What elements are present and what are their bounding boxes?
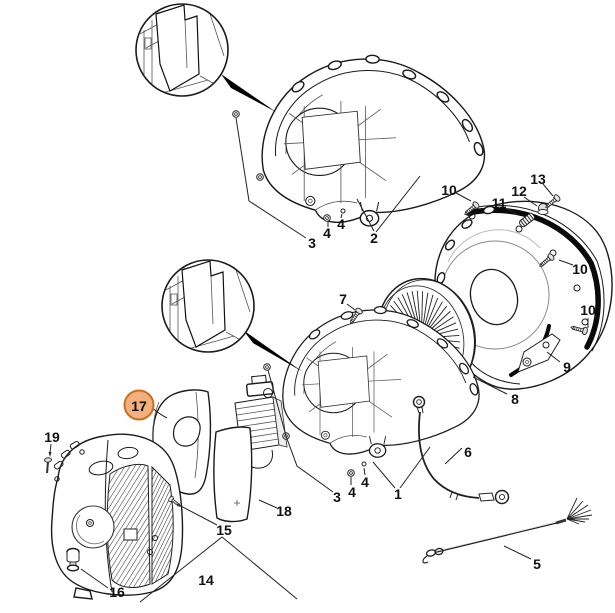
part-label-19[interactable]: 19 — [44, 429, 60, 445]
part-label-4[interactable]: 4 — [348, 484, 356, 500]
part-label-4[interactable]: 4 — [361, 474, 369, 490]
callout-pointer-middle — [243, 330, 303, 372]
part-label-10[interactable]: 10 — [580, 302, 596, 318]
part-label-4[interactable]: 4 — [337, 216, 345, 232]
callout-pointer-top — [221, 74, 276, 112]
part-label-8[interactable]: 8 — [511, 391, 519, 407]
part-label-10[interactable]: 10 — [572, 261, 588, 277]
cable-part-6[interactable] — [412, 395, 510, 505]
baffle-part-18[interactable] — [213, 426, 253, 523]
callout-circle-middle — [162, 260, 254, 352]
part-label-1[interactable]: 1 — [394, 486, 402, 502]
part-label-6[interactable]: 6 — [464, 444, 472, 460]
wire-part-5[interactable] — [422, 497, 593, 564]
part-label-5[interactable]: 5 — [533, 556, 541, 572]
part-label-15[interactable]: 15 — [216, 522, 232, 538]
callout-circle-top — [136, 4, 228, 96]
part-label-4[interactable]: 4 — [323, 225, 331, 241]
part-label-10[interactable]: 10 — [441, 182, 457, 198]
part-label-3[interactable]: 3 — [333, 489, 341, 505]
part-label-17[interactable]: 17 — [131, 398, 147, 414]
part-label-18[interactable]: 18 — [276, 503, 292, 519]
part-label-13[interactable]: 13 — [530, 171, 546, 187]
engine-cover-part-14[interactable] — [50, 433, 184, 600]
part-label-2[interactable]: 2 — [370, 230, 378, 246]
part-label-3[interactable]: 3 — [308, 235, 316, 251]
fasteners[interactable] — [167, 110, 589, 509]
part-label-14[interactable]: 14 — [198, 572, 214, 588]
part-label-9[interactable]: 9 — [563, 359, 571, 375]
fan-housing-part-2[interactable] — [261, 54, 486, 227]
part-label-12[interactable]: 12 — [511, 183, 527, 199]
part-label-7[interactable]: 7 — [339, 291, 347, 307]
screw-part-19[interactable] — [44, 443, 52, 474]
part-label-11[interactable]: 11 — [492, 195, 507, 211]
part-label-16[interactable]: 16 — [109, 584, 125, 600]
grommet-part-16[interactable] — [66, 547, 80, 572]
highlight-circle — [123, 389, 155, 421]
rear-housing-part-9[interactable] — [434, 200, 613, 390]
